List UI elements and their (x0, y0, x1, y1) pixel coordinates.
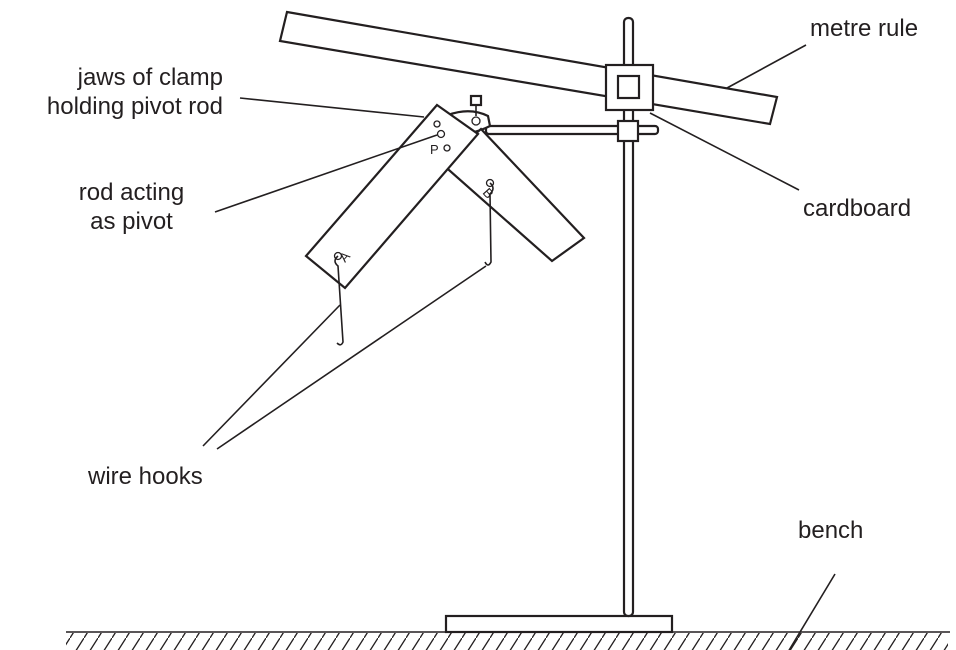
stand-rod (622, 16, 635, 618)
rule-boss-clamp (604, 63, 655, 112)
clamp-screw-head (469, 94, 483, 107)
jaws-label-line-2: holding pivot rod (46, 93, 223, 120)
card-b-hole (485, 178, 495, 188)
rod-label-line-2: as pivot (90, 208, 173, 235)
bench (66, 631, 950, 650)
metre-rule-body (278, 10, 779, 126)
retort-stand (444, 16, 674, 634)
wire-hooks-label: wire hooks (88, 463, 203, 490)
stand-base (444, 614, 674, 634)
rod-pivot-leader (214, 134, 438, 213)
leader-lines (202, 44, 836, 650)
card-a-hole (333, 251, 343, 261)
metre-rule (278, 10, 779, 126)
boss-head (616, 74, 641, 100)
jaw-marker-lower (443, 144, 451, 152)
jaws-label-line-1: jaws of clamp (77, 64, 223, 91)
clamp-jaw-screw (471, 116, 481, 126)
cardboard-label: cardboard (803, 195, 912, 222)
pivot-rod-end (436, 129, 446, 139)
clamp-arm-rod (484, 124, 660, 136)
pivot-letter: P (430, 142, 439, 157)
bench-label: bench (798, 517, 864, 544)
bench-leader (788, 573, 836, 650)
jaws-of-clamp-label: jaws of clamp holding pivot rod (20, 63, 223, 121)
arm-boss (616, 119, 640, 143)
clamp-arm (446, 94, 660, 143)
cardboard-leader (649, 112, 800, 191)
jaw-marker-upper (433, 120, 441, 128)
wire-hook-b (484, 182, 494, 266)
wire-hooks-leader-b (216, 265, 487, 450)
metre-rule-label: metre rule (810, 15, 919, 42)
card-a-body (304, 103, 480, 290)
rod-label-line-1: rod acting (78, 179, 185, 206)
metre-rule-leader (726, 44, 807, 89)
jaws-leader (239, 97, 425, 118)
wire-hook-a (334, 255, 344, 346)
card-a: A P (304, 103, 480, 290)
bench-hatching (66, 633, 948, 650)
rod-acting-as-pivot-label: rod acting as pivot (60, 178, 203, 236)
wire-hooks (334, 182, 494, 346)
wire-hooks-leader-a (202, 304, 341, 447)
